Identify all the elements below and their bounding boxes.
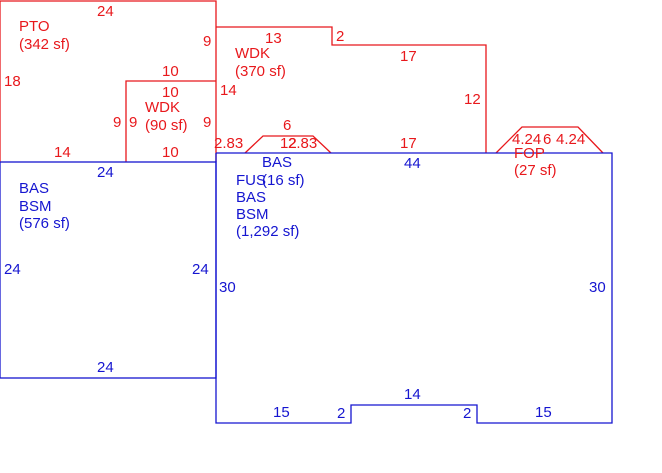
dim-label: 17 — [400, 135, 417, 152]
dim-label: 2.83 — [214, 135, 243, 152]
dim-label: 6 — [543, 131, 551, 148]
fus-outline — [244, 135, 332, 154]
dim-label: 17 — [400, 48, 417, 65]
dim-label: 2 — [337, 405, 345, 422]
wdk-90-label: WDK (90 sf) — [145, 99, 188, 134]
wdk-90-outline — [125, 80, 216, 162]
dim-label: 13 — [265, 30, 282, 47]
dim-label: 9 — [203, 33, 211, 50]
pto-label: PTO (342 sf) — [19, 18, 70, 53]
dim-label: 9 — [113, 114, 121, 131]
dim-label: 12 — [464, 91, 481, 108]
dim-label: 15 — [273, 404, 290, 421]
main-bsm-outline — [215, 152, 613, 424]
dim-label: 4.24 — [512, 131, 541, 148]
dim-label: 14 — [220, 82, 237, 99]
main-bsm-label: BAS BSM (1,292 sf) — [236, 189, 299, 240]
dim-label: 9 — [203, 114, 211, 131]
dim-label: 9 — [129, 114, 137, 131]
dim-label: 10 — [162, 63, 179, 80]
dim-label: 24 — [97, 359, 114, 376]
dim-label: 15 — [535, 404, 552, 421]
dim-label: 2 — [336, 28, 344, 45]
dim-label: 24 — [97, 164, 114, 181]
dim-label: 12 — [280, 135, 297, 152]
dim-label: 24 — [97, 3, 114, 20]
dim-label: 14 — [404, 386, 421, 403]
dim-label: 6 — [283, 117, 291, 134]
wdk-370-outline — [216, 26, 487, 153]
dim-label: 44 — [404, 155, 421, 172]
dim-label: 2 — [463, 405, 471, 422]
dim-label: 30 — [219, 279, 236, 296]
fop-label: FOP (27 sf) — [514, 145, 557, 179]
dim-label: 18 — [4, 73, 21, 90]
fus-label: BAS FUS (16 sf) — [236, 154, 305, 189]
fop-outline — [495, 126, 604, 154]
dim-label: 4.24 — [556, 131, 585, 148]
wdk-370-label: WDK (370 sf) — [235, 45, 286, 80]
dim-label: 10 — [162, 144, 179, 161]
dim-label: 14 — [54, 144, 71, 161]
dim-label: 30 — [589, 279, 606, 296]
dim-label: 2.83 — [288, 135, 317, 152]
dim-label: 10 — [162, 84, 179, 101]
dim-label: 24 — [192, 261, 209, 278]
dim-label: 24 — [4, 261, 21, 278]
left-bsm-label: BAS BSM (576 sf) — [19, 180, 70, 232]
